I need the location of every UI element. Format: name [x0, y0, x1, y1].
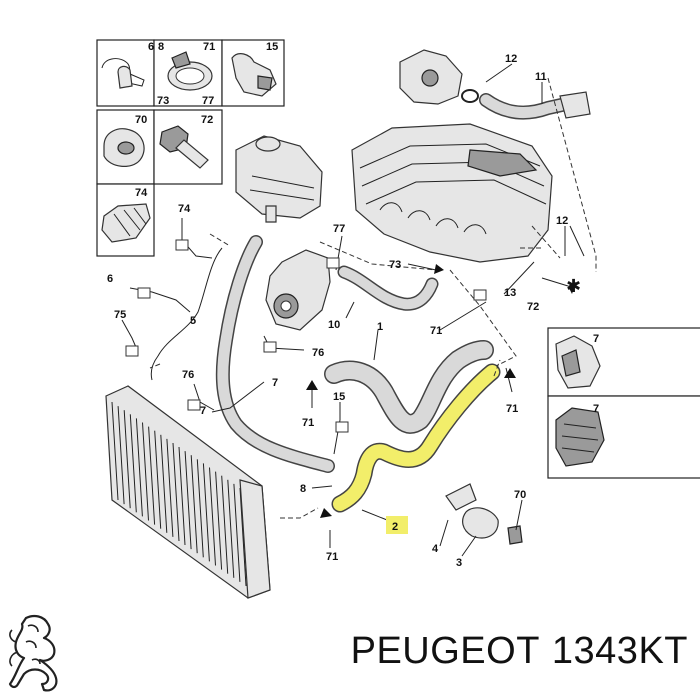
callout-7-b: 7: [200, 405, 206, 417]
dash-lines: [149, 77, 597, 519]
callout-71-e: 71: [326, 551, 338, 563]
label-boxes: [125, 239, 487, 433]
water-pump-hub-center: [280, 300, 292, 312]
engine-block-cam: [467, 149, 538, 177]
callout-2: 2: [392, 521, 398, 533]
engine-block: [351, 123, 553, 263]
callout-13: 13: [504, 287, 516, 299]
callout-12: 12: [505, 53, 517, 65]
footer-brand-text: PEUGEOT 1343KT: [351, 630, 688, 673]
expansion-tank-outlet: [265, 205, 277, 223]
inset-panels-top-left: [96, 39, 285, 257]
callout-10: 10: [328, 319, 340, 331]
callout-71-d: 71: [506, 403, 518, 415]
callout-12-b: 12: [556, 215, 568, 227]
hose-5-line: [150, 247, 223, 381]
callout-74-b: 74: [178, 203, 191, 215]
radiator-side-tank: [239, 479, 271, 599]
clamp-tab: [171, 51, 191, 69]
callout-76: 76: [312, 347, 324, 359]
callout-15: 15: [266, 41, 278, 53]
callout-3: 3: [456, 557, 462, 569]
callout-2-badge: [386, 516, 408, 534]
radiator-fins: [111, 401, 247, 587]
inset-panels-right: [547, 327, 700, 479]
clamp-6-band: [117, 65, 133, 89]
callout-77-b: 77: [333, 223, 345, 235]
thermostat-lower: [445, 483, 523, 545]
hose-7-fill: [217, 236, 334, 472]
callout-72: 72: [201, 114, 213, 126]
expansion-tank-ribs: [249, 175, 315, 201]
radiator: [105, 385, 271, 599]
engine-block-ports: [379, 202, 487, 235]
hose-10-fill: [339, 267, 437, 310]
hose-11-fill: [480, 94, 572, 119]
thermostat-3: [462, 507, 499, 539]
callout-1: 1: [377, 321, 383, 333]
water-pump-assembly: [265, 249, 331, 331]
callout-7-d: 7: [593, 403, 599, 415]
callout-7-c: 7: [593, 333, 599, 345]
callout-5: 5: [190, 315, 196, 327]
callout-70: 70: [135, 114, 147, 126]
callout-74: 74: [135, 187, 148, 199]
callout-6: 6: [148, 41, 154, 53]
callout-72-b: 72: [527, 301, 539, 313]
inset-right-sensor-ribs: [561, 423, 599, 453]
brand-footer: PEUGEOT 1343KT: [0, 608, 700, 700]
callout-73: 73: [157, 95, 169, 107]
hose-1-fill: [325, 341, 493, 433]
bolt-72-shaft: [175, 139, 209, 169]
callout-7: 7: [272, 377, 278, 389]
expansion-tank: [235, 135, 323, 223]
callout-labels: 6 8 71 15 73 77 70 72 74 74 12 11 77 73 …: [107, 41, 599, 569]
hose-2-highlighted: [333, 365, 499, 511]
callout-6-b: 6: [107, 273, 113, 285]
sensor-70: [507, 525, 523, 545]
callout-11: 11: [535, 71, 547, 83]
hose-11-end: [559, 91, 591, 119]
callout-71-b: 71: [430, 325, 442, 337]
thermostat-housing-port: [421, 69, 439, 87]
callout-70-b: 70: [514, 489, 526, 501]
callout-77: 77: [202, 95, 214, 107]
callout-8: 8: [158, 41, 164, 53]
nut-70-hole: [117, 141, 135, 155]
clamp-ring-inner: [175, 67, 205, 85]
expansion-tank-body: [235, 135, 323, 219]
inset-right-fitting-tab: [561, 349, 581, 377]
part-number: 1343KT: [551, 630, 688, 672]
callout-4: 4: [432, 543, 439, 555]
o-ring-12: [461, 89, 479, 103]
water-pump-body: [265, 249, 331, 331]
clip-74-ribs: [113, 207, 147, 237]
callout-76-b: 76: [182, 369, 194, 381]
callout-8-b: 8: [300, 483, 306, 495]
callout-73-b: 73: [389, 259, 401, 271]
thermostat-housing: [399, 49, 479, 105]
brand-name: PEUGEOT: [350, 630, 540, 672]
peugeot-lion-logo: [8, 614, 58, 692]
expansion-tank-cap: [255, 136, 281, 152]
callout-75: 75: [114, 309, 126, 321]
callout-15-b: 15: [333, 391, 345, 403]
bracket-4: [445, 483, 477, 511]
connector-15-tab: [257, 75, 273, 91]
asterisk-marker: ✱: [566, 276, 581, 297]
callout-71-c: 71: [302, 417, 314, 429]
callout-71: 71: [203, 41, 215, 53]
parts-diagram: ✱ 6 8 71 15 73 77 70 72 74 74 12 11 77 7…: [96, 39, 700, 599]
